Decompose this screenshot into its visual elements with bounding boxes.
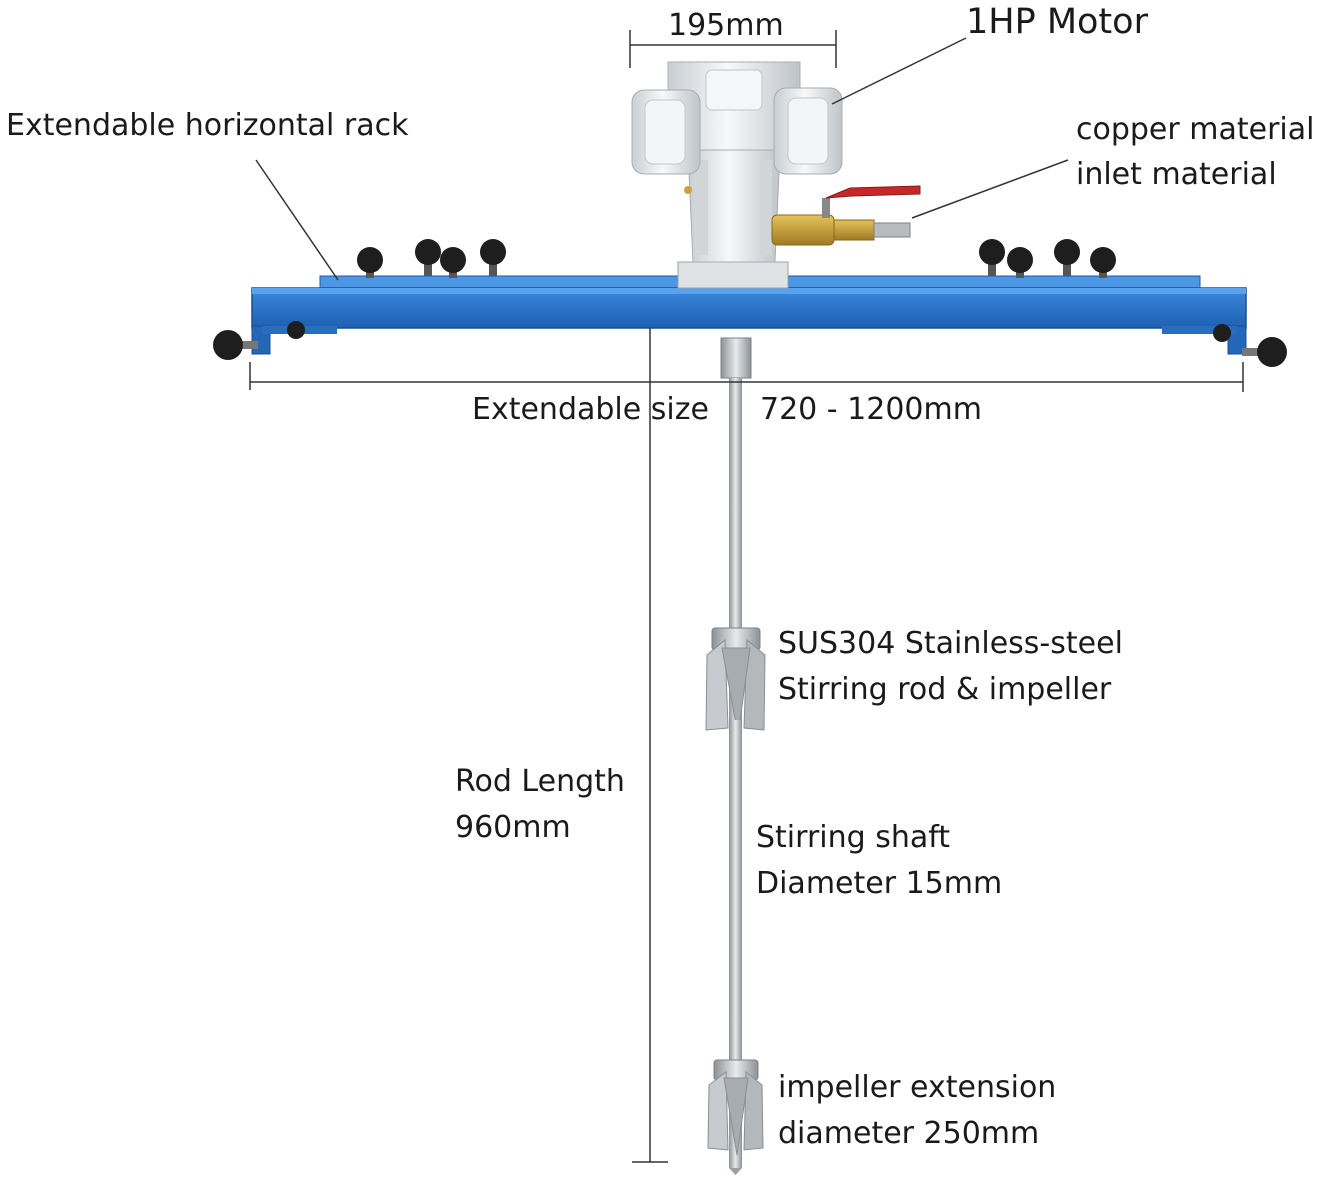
knob-icon (1054, 239, 1080, 276)
inlet-label-line1: copper material (1076, 112, 1315, 147)
shaft-label-line1: Stirring shaft (756, 820, 951, 855)
rack-label: Extendable horizontal rack (6, 108, 409, 143)
knob-icon (415, 239, 441, 276)
upper-impeller (705, 627, 766, 746)
knob-icon (1213, 324, 1231, 342)
inlet-label-line2: inlet material (1076, 157, 1277, 192)
rod-length-label: Rod Length (455, 764, 625, 799)
lower-impeller (707, 1059, 764, 1156)
shaft-label-line2: Diameter 15mm (756, 866, 1003, 901)
impeller-label-line1: SUS304 Stainless-steel (778, 626, 1123, 661)
knob-icon (1007, 247, 1033, 278)
air-motor (631, 61, 843, 289)
stirring-shaft (720, 337, 752, 1175)
knob-icon (440, 247, 466, 278)
impeller-label-line2: Stirring rod & impeller (778, 672, 1112, 707)
knob-icon (979, 239, 1005, 276)
motor-label: 1HP Motor (966, 2, 1148, 42)
knob-icon (357, 247, 383, 278)
inlet-valve (771, 185, 921, 246)
extendable-size-label: Extendable size (472, 392, 709, 427)
extension-label-line2: diameter 250mm (778, 1116, 1040, 1151)
extension-label-line1: impeller extension (778, 1070, 1057, 1105)
callout-lines (255, 37, 1069, 281)
knob-icon (213, 330, 258, 360)
knob-icon (1090, 247, 1116, 278)
dimension-lines (249, 30, 1244, 1163)
knob-icon (287, 321, 305, 339)
knob-icon (480, 239, 506, 276)
clamp-knobs (213, 239, 1287, 367)
rod-length-value: 960mm (455, 810, 571, 845)
motor-width-label: 195mm (668, 8, 784, 43)
knob-icon (1242, 337, 1287, 367)
extendable-range-label: 720 - 1200mm (760, 392, 982, 427)
